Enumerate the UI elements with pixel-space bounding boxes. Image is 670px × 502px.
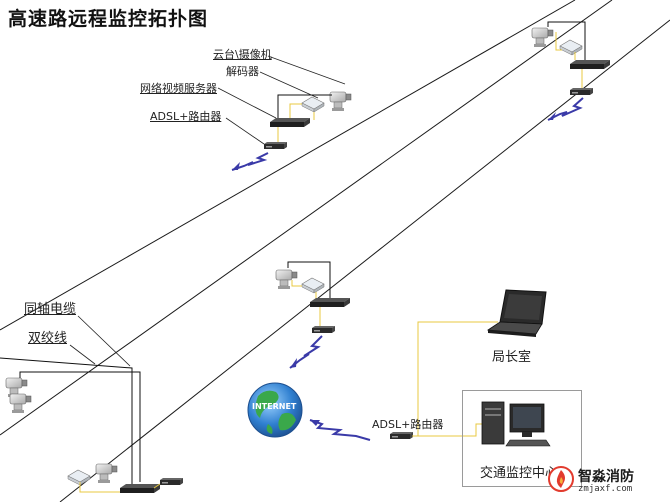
router-icon (390, 432, 413, 439)
decoder-icon (559, 39, 583, 56)
desktop-computer-icon (481, 401, 551, 447)
station-lower-left (0, 315, 183, 493)
brand-logo-icon (548, 466, 574, 492)
decoder-icon (301, 277, 325, 294)
decoder-icon (301, 96, 325, 113)
ptz-camera-label: 云台\摄像机 (213, 48, 272, 61)
video-server-label: 网络视频服务器 (140, 82, 217, 95)
center-network (390, 321, 498, 439)
road-edge-line (0, 0, 613, 436)
center-router-label: ADSL+路由器 (372, 418, 444, 431)
traffic-center-label: 交通监控中心 (480, 466, 559, 481)
station-middle (275, 261, 350, 369)
station-upper-left (217, 55, 352, 171)
road-edge-line (0, 0, 576, 331)
laptop-icon (486, 289, 547, 337)
video-server-icon (270, 118, 310, 127)
station-top-right (531, 21, 610, 121)
router-icon (160, 478, 183, 485)
wireless-link-icon (309, 419, 371, 441)
director-office-label: 局长室 (492, 350, 532, 365)
video-server-icon (310, 298, 350, 307)
ptz-camera-icon (329, 91, 352, 112)
router-icon (570, 88, 593, 95)
internet-label: INTERNET (252, 402, 297, 411)
decoder-label: 解码器 (226, 65, 259, 78)
ptz-camera-icon (95, 463, 118, 484)
wireless-link-icon (231, 152, 269, 171)
watermark-name: 智淼消防 (578, 469, 634, 485)
diagram-title: 高速路远程监控拓扑图 (8, 8, 209, 30)
router-icon (264, 142, 287, 149)
ptz-camera-icon (9, 393, 32, 414)
internet-globe-icon (247, 382, 303, 438)
video-server-icon (120, 484, 160, 493)
video-server-icon (570, 60, 610, 69)
road-edge-line (59, 19, 670, 502)
watermark-url: zmjaxf.com (578, 484, 633, 494)
decoder-icon (67, 469, 91, 486)
watermark: 智淼消防 zmjaxf.com (548, 466, 666, 498)
traffic-center-box (462, 390, 582, 487)
router-icon (312, 326, 335, 333)
coax-cable-label: 同轴电缆 (24, 302, 77, 317)
adsl-router-label: ADSL+路由器 (150, 110, 222, 123)
twisted-pair-label: 双绞线 (28, 331, 68, 346)
wireless-link-icon (547, 97, 584, 121)
wireless-link-icon (289, 335, 323, 369)
